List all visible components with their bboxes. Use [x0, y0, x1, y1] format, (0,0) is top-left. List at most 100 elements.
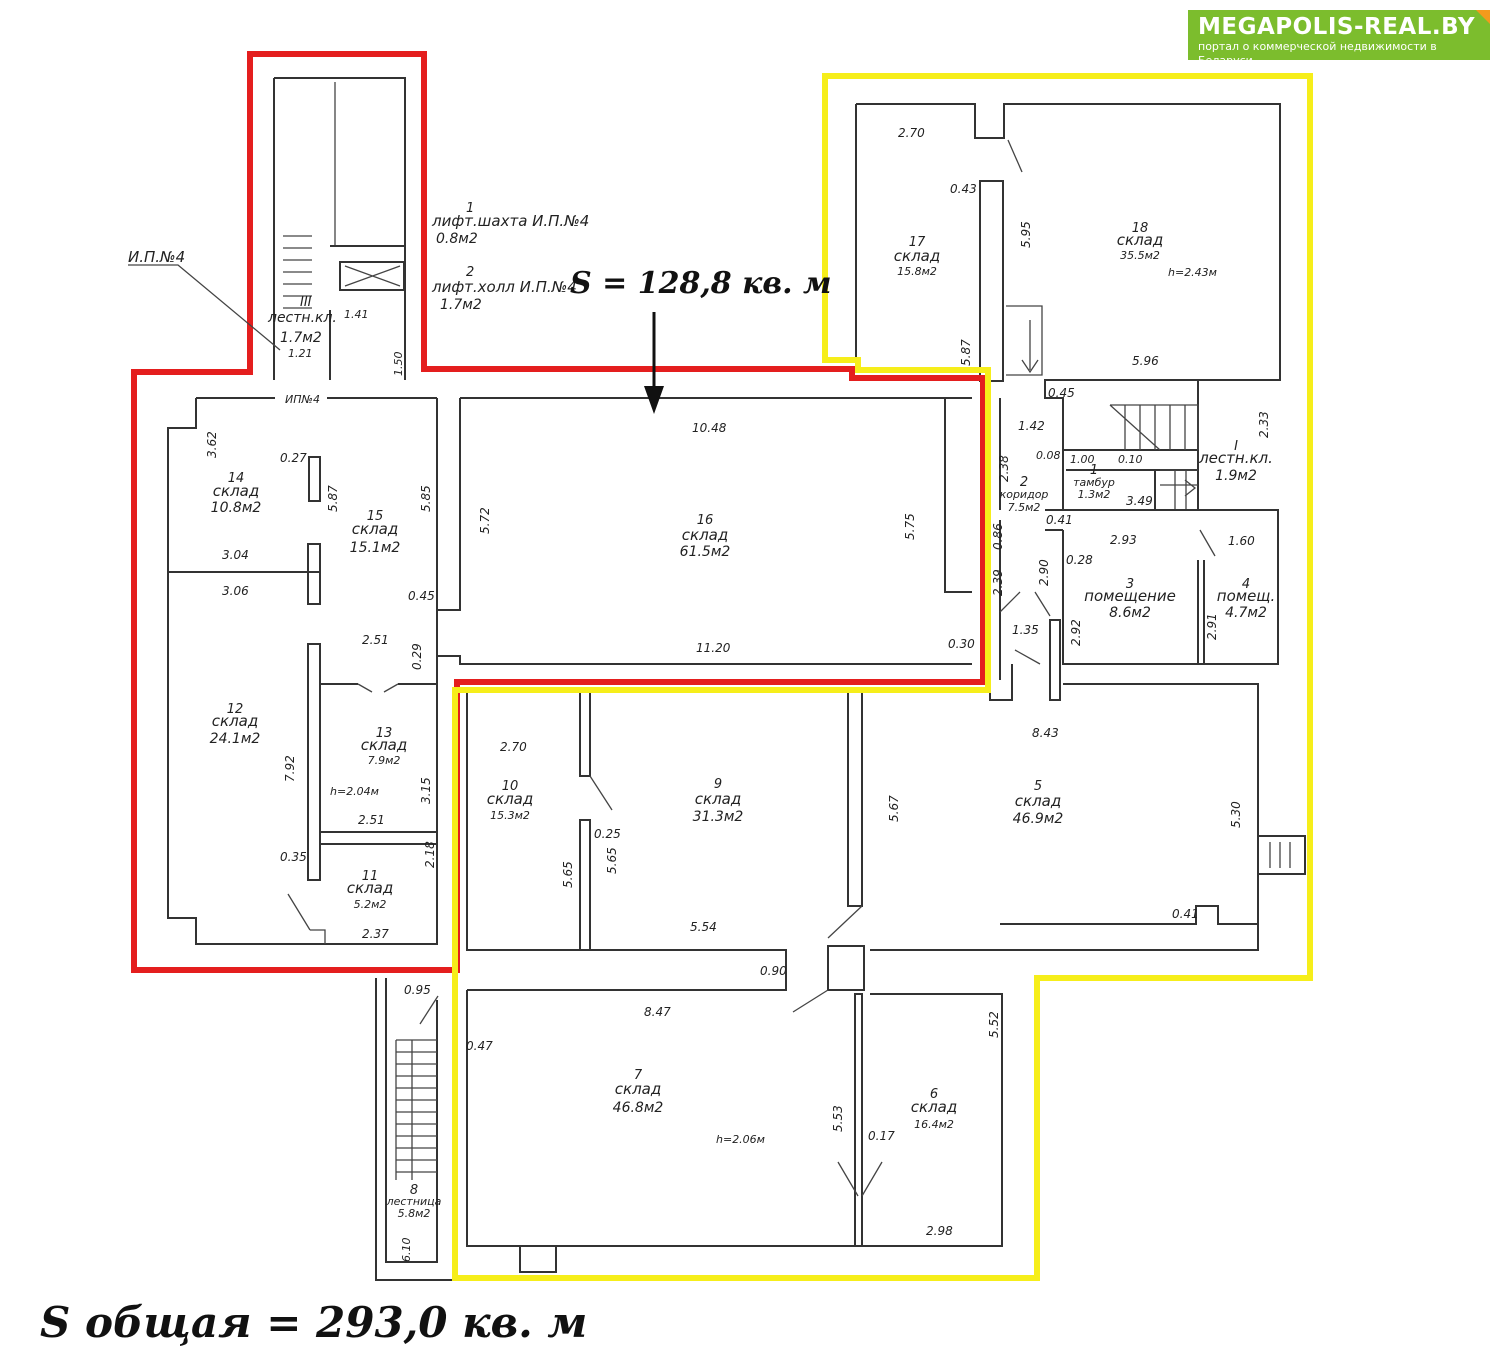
logo-title: MEGAPOLIS-REAL.BY: [1198, 14, 1476, 40]
dim-label: 5.95: [1019, 221, 1033, 248]
dim-label: 5.65: [561, 861, 575, 888]
room-t-area: 1.3м2: [1078, 488, 1111, 501]
room-8-area: 5.8м2: [398, 1207, 431, 1220]
red-outline-128: [131, 51, 986, 973]
room-2-num: 2: [466, 265, 474, 280]
dim-label: 7.92: [283, 755, 297, 782]
walls: [167, 77, 1306, 1281]
room-iii-area: 1.7м2: [280, 330, 322, 346]
room-6-num: 6: [930, 1087, 938, 1102]
dim-label: 2.38: [997, 455, 1011, 482]
room-9-area: 31.3м2: [693, 809, 744, 825]
room-1-num: 1: [466, 201, 474, 216]
dim-label: 0.28: [1066, 553, 1093, 567]
room-5-num: 5: [1034, 779, 1042, 794]
dim-label: 0.45: [1048, 386, 1075, 400]
room-6-area: 16.4м2: [914, 1118, 954, 1131]
dim-label: 0.25: [594, 827, 621, 841]
room-c-num: 2: [1020, 475, 1028, 490]
room-6-name: склад: [911, 1098, 957, 1116]
dim-label: 5.96: [1132, 354, 1159, 368]
dim-label: 2.91: [1205, 613, 1219, 640]
dim-label: 6.10: [400, 1238, 413, 1263]
room-11-area: 5.2м2: [354, 898, 387, 911]
dim-label: 5.87: [959, 339, 973, 366]
dimensions: 2.70 0.43 5.95 5.87 5.96 0.45 1.42 2.33 …: [205, 126, 1271, 1262]
room-iii-num: III: [300, 295, 312, 310]
dim-label: 1.50: [392, 352, 405, 377]
dim-label: 11.20: [696, 641, 731, 655]
room-15-num: 15: [367, 509, 384, 524]
room-18-num: 18: [1132, 221, 1149, 236]
height-label-1: h=2.43м: [1168, 266, 1217, 279]
room-15-name: склад: [352, 520, 398, 538]
room-13-name: склад: [361, 736, 407, 754]
room-13-num: 13: [376, 726, 393, 741]
room-4-name: помещ.: [1217, 587, 1275, 605]
total-area-label: S общая = 293,0 кв. м: [40, 1298, 587, 1347]
dim-label: 5.87: [326, 485, 340, 512]
room-8-num: 8: [410, 1183, 418, 1198]
dim-label: 0.17: [868, 1129, 895, 1143]
dim-label: 2.98: [926, 1224, 953, 1238]
dim-label: 2.51: [358, 813, 385, 827]
room-3-num: 3: [1126, 577, 1134, 592]
room-14-num: 14: [228, 471, 245, 486]
room-2-name: лифт.холл И.П.№4: [431, 278, 577, 296]
dim-label: 0.35: [280, 850, 307, 864]
dim-label: 1.60: [1228, 534, 1255, 548]
room-5-area: 46.9м2: [1013, 811, 1064, 827]
room-7-num: 7: [634, 1068, 643, 1083]
dim-label: 0.43: [950, 182, 977, 196]
room-labels: 1 лифт.шахта И.П.№4 0.8м2 2 лифт.холл И.…: [128, 201, 1275, 1220]
dim-label: 0.45: [408, 589, 435, 603]
room-3-area: 8.6м2: [1109, 605, 1151, 621]
room-2-area: 1.7м2: [440, 297, 482, 313]
logo-subtitle: портал о коммерческой недвижимости в Бел…: [1198, 40, 1437, 67]
room-t-name: тамбур: [1073, 476, 1115, 489]
dim-label: 1.42: [1018, 419, 1045, 433]
room-16-num: 16: [697, 513, 714, 528]
room-16-area: 61.5м2: [680, 544, 731, 560]
dim-label: 1.35: [1012, 623, 1039, 637]
room-10-num: 10: [502, 779, 519, 794]
dim-label: 0.41: [1172, 907, 1199, 921]
room-12-area: 24.1м2: [210, 731, 261, 747]
ip4-bottom-label: ИП№4: [285, 393, 320, 406]
dim-label: 2.51: [362, 633, 389, 647]
dim-label: 1.00: [1070, 453, 1095, 466]
dim-label: 0.95: [404, 983, 431, 997]
dim-label: 1.41: [344, 308, 369, 321]
dim-label: 2.90: [1037, 559, 1051, 586]
room-7-name: склад: [615, 1080, 661, 1098]
room-i-area: 1.9м2: [1215, 468, 1257, 484]
room-10-name: склад: [487, 790, 533, 808]
logo-corner-icon: [1476, 10, 1490, 24]
dim-label: 2.70: [500, 740, 527, 754]
room-17-name: склад: [894, 247, 940, 265]
dim-label: 2.39: [991, 569, 1005, 596]
arrow-icon: [644, 312, 664, 414]
dim-label: 2.18: [423, 841, 437, 868]
room-t-num: 1: [1090, 463, 1098, 478]
dim-label: 0.10: [1118, 453, 1143, 466]
dim-label: 2.70: [898, 126, 925, 140]
room-14-name: склад: [213, 482, 259, 500]
dim-label: 5.75: [903, 513, 917, 540]
room-11-num: 11: [362, 869, 379, 884]
megapolis-logo[interactable]: MEGAPOLIS-REAL.BY портал о коммерческой …: [1188, 10, 1490, 67]
height-label-2: h=2.04м: [330, 785, 379, 798]
dim-label: 5.52: [987, 1011, 1001, 1038]
room-10-area: 15.3м2: [490, 809, 530, 822]
dim-label: 3.49: [1126, 494, 1153, 508]
dim-label: 1.21: [288, 347, 313, 360]
yellow-outline: [452, 73, 1313, 1281]
room-4-num: 4: [1242, 577, 1250, 592]
room-15-area: 15.1м2: [350, 540, 401, 556]
room-1-name: лифт.шахта И.П.№4: [431, 212, 589, 230]
room-12-num: 12: [227, 702, 244, 717]
room-18-name: склад: [1117, 231, 1163, 249]
dim-label: 3.06: [222, 584, 249, 598]
dim-label: 2.93: [1110, 533, 1137, 547]
